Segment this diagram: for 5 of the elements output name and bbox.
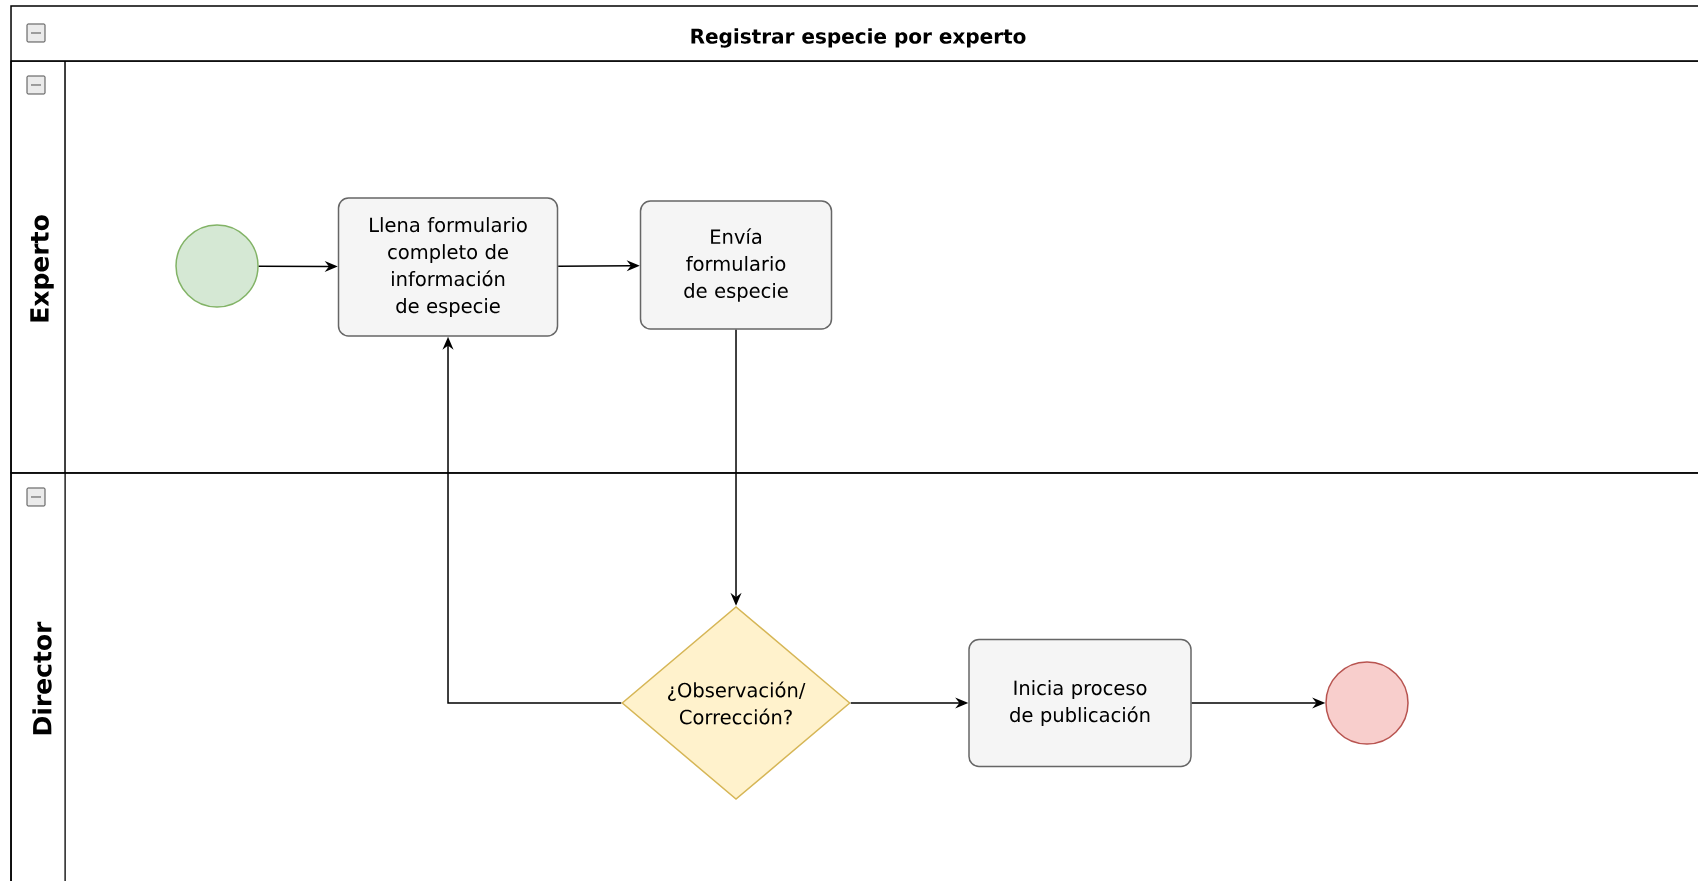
- event-circle: [175, 224, 259, 308]
- event-circle: [1325, 661, 1409, 745]
- task-box: Inicia proceso de publicación: [968, 638, 1192, 768]
- task-box: Llena formulario completo de información de especie: [337, 197, 559, 337]
- task-box: Envía formulario de especie: [639, 200, 833, 330]
